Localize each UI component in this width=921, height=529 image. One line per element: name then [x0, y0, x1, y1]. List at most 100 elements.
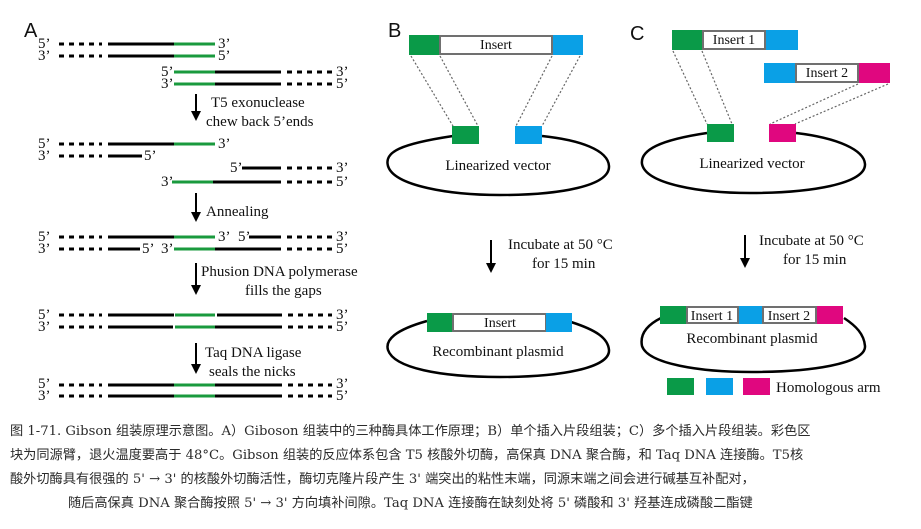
step-label: Annealing [206, 204, 269, 220]
end-label: 3’ [218, 36, 231, 52]
incubate-label: Incubate at 50 °C [759, 233, 864, 249]
step-label: fills the gaps [245, 283, 322, 299]
end-label: 3’ [336, 160, 349, 176]
end-label: 5’ [144, 148, 157, 164]
end-label: 5’ [218, 48, 231, 64]
green-homology-arm [427, 313, 453, 332]
panel-c-letter: C [630, 23, 644, 45]
vector-backbone [386, 134, 611, 197]
linearized-vector: Linearized vector [640, 124, 867, 195]
incubate-step: Incubate at 50 °C for 15 min [486, 237, 613, 273]
end-label: 3’ [336, 229, 349, 245]
end-label: 5’ [38, 136, 51, 152]
caption-line: 图 1-71. Gibson 组装原理示意图。A）Giboson 组装中的三种酶… [10, 424, 811, 439]
panel-b-letter: B [388, 20, 401, 42]
dotted-guide-line [515, 55, 553, 127]
end-label: 5’ [38, 307, 51, 323]
magenta-homology-arm [817, 306, 843, 324]
insert-1-box [686, 306, 739, 324]
dotted-guide-line [769, 83, 859, 125]
end-label: 5’ [238, 229, 251, 245]
insert-1-label: Insert 1 [713, 33, 755, 48]
insert-1-fragment: Insert 1 [672, 30, 798, 50]
legend-magenta-swatch [743, 378, 770, 395]
blue-homology-arm [515, 126, 542, 144]
plasmid-backbone [386, 319, 611, 379]
insert-2-label: Insert 2 [806, 66, 848, 81]
end-label: 3’ [38, 241, 51, 257]
gibson-assembly-figure: A 5’ 3’ 3’ 5’ 5’ 3’ 3’ 5’ T [24, 20, 890, 404]
step-phusion-polymerase: Phusion DNA polymerase fills the gaps [191, 263, 358, 299]
alignment-guides [410, 55, 581, 127]
insert-2-label: Insert 2 [768, 309, 810, 324]
end-label: 3’ [161, 241, 174, 257]
vector-label: Linearized vector [445, 158, 550, 174]
end-label: 5’ [336, 174, 349, 190]
insert-2-box [795, 63, 859, 83]
panel-b: B Insert Linearized vector Incubate at 5… [386, 20, 613, 379]
end-label: 5’ [38, 229, 51, 245]
insert-1-box [702, 30, 766, 50]
end-label: 3’ [38, 148, 51, 164]
green-homology-arm [409, 35, 439, 55]
end-label: 5’ [38, 36, 51, 52]
stage-5-sealed: 5’ 3’ 3’ 5’ [38, 376, 349, 404]
step-label: Taq DNA ligase [205, 345, 302, 361]
dotted-guide-line [541, 55, 581, 127]
legend-green-swatch [667, 378, 694, 395]
end-label: 5’ [230, 160, 243, 176]
insert-box [439, 35, 553, 55]
end-label: 5’ [336, 388, 349, 404]
end-label: 5’ [38, 376, 51, 392]
linearized-vector: Linearized vector [386, 126, 611, 197]
alignment-guides [672, 50, 889, 125]
legend-blue-swatch [706, 378, 733, 395]
end-label: 5’ [336, 76, 349, 92]
end-label: 3’ [218, 229, 231, 245]
recombinant-plasmid: Insert Recombinant plasmid [386, 313, 611, 379]
end-label: 5’ [336, 241, 349, 257]
dotted-guide-line [439, 55, 479, 127]
insert-2-box [762, 306, 817, 324]
legend-label: Homologous arm [776, 380, 881, 396]
caption-line: 块为同源臂，退火温度要高于 48°C。Gibson 组装的反应体系包含 T5 核… [10, 448, 804, 463]
blue-homology-arm [739, 306, 762, 324]
vector-backbone [640, 131, 867, 195]
green-homology-arm [452, 126, 479, 144]
step-t5-exonuclease: T5 exonuclease chew back 5’ends [191, 94, 314, 130]
end-label: 5’ [336, 319, 349, 335]
dotted-guide-line [701, 50, 733, 125]
magenta-homology-arm [859, 63, 890, 83]
insert-2-fragment: Insert 2 [764, 63, 890, 83]
panel-a: A 5’ 3’ 3’ 5’ 5’ 3’ 3’ 5’ T [24, 20, 358, 404]
stage-4-gaps-filled: 5’ 3’ 3’ 5’ [38, 307, 349, 335]
end-label: 3’ [336, 307, 349, 323]
blue-homology-arm [766, 30, 798, 50]
end-label: 5’ [161, 64, 174, 80]
end-label: 3’ [161, 174, 174, 190]
incubate-label: for 15 min [783, 252, 847, 268]
step-label: T5 exonuclease [211, 95, 305, 111]
magenta-homology-arm [769, 124, 796, 142]
blue-homology-arm [553, 35, 583, 55]
end-label: 3’ [336, 64, 349, 80]
caption-line: 酸外切酶具有很强的 5' → 3' 的核酸外切酶活性，酶切克隆片段产生 3' 端… [10, 472, 755, 487]
figure-caption: 图 1-71. Gibson 组装原理示意图。A）Giboson 组装中的三种酶… [10, 420, 915, 516]
dotted-guide-line [794, 83, 889, 125]
end-label: 3’ [38, 388, 51, 404]
end-label: 3’ [336, 376, 349, 392]
step-taq-ligase: Taq DNA ligase seals the nicks [191, 343, 302, 380]
step-label: chew back 5’ends [206, 114, 314, 130]
legend: Homologous arm [667, 378, 881, 396]
plasmid-label: Recombinant plasmid [686, 331, 818, 347]
step-label: Phusion DNA polymerase [201, 264, 358, 280]
incubate-label: for 15 min [532, 256, 596, 272]
dotted-guide-line [672, 50, 708, 125]
end-label: 3’ [38, 319, 51, 335]
caption-line: 随后高保真 DNA 聚合酶按照 5' → 3' 方向填补间隙。Taq DNA 连… [68, 496, 753, 511]
blue-homology-arm [546, 313, 572, 332]
insert-label: Insert [484, 316, 516, 331]
blue-homology-arm [764, 63, 795, 83]
insert-fragment: Insert [409, 35, 583, 55]
plasmid-backbone [640, 316, 867, 374]
